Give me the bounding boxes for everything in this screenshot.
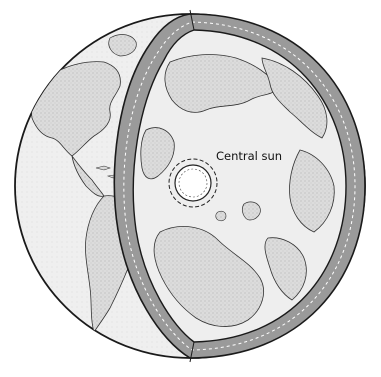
central-sun-label: Central sun [216,149,282,163]
central-sun-body [175,165,211,201]
interior-island [216,211,226,221]
